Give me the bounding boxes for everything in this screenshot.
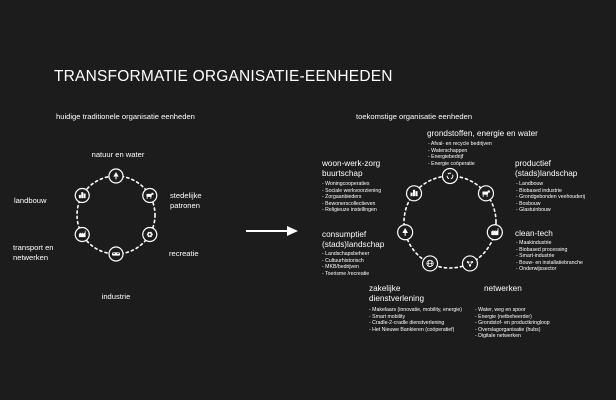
list-item: Zorgaanbieders [322,194,381,201]
flower-icon [146,231,153,238]
factory-icon [78,230,86,238]
left-node-0 [108,168,124,184]
city-icon [78,192,86,199]
list-item: Glastuinbouw [516,207,585,214]
page-title: TRANSFORMATIE ORGANISATIE-EENHEDEN [54,68,393,85]
left-node-2 [142,226,158,243]
left-node-1 [142,187,158,204]
list-item: Religieuze instellingen [322,207,381,214]
left-node-4 [74,226,90,243]
left-node-3 [108,246,124,262]
factory-icon [491,227,499,236]
list-item: Sociale werkvoorziening [322,188,381,195]
list-zakelijk: Makelaars (innovatie, mobility, energie)… [369,307,462,333]
list-item: Cradle-2-cradle dienstverlening [369,320,462,327]
right-node-5 [397,224,414,241]
train-icon [112,252,120,256]
recycle-icon [446,172,454,180]
right-node-3 [461,255,479,272]
list-item: Grondstof- en productkringloop [475,320,550,327]
left-label-transport: transport en netwerken [13,243,54,262]
list-item: Energie (netbeheerder) [475,314,550,321]
list-item: Het Nieuwe Bankieren (coöperatief) [369,327,462,334]
right-label-zakelijk: zakelijke dienstverlening [369,284,425,303]
list-item: Smart-industrie [516,253,583,260]
list-item: Water, weg en spoor [475,307,550,314]
list-item: Afval- en recycle bedrijven [428,141,492,148]
left-label-natuur: natuur en water [91,150,145,159]
list-item: Biobased industrie [516,188,585,195]
list-item: Landbouw [516,181,585,188]
tree-icon [113,172,119,180]
right-subtitle: toekomstige organisatie eenheden [356,112,473,121]
list-netwerken: Water, weg en spoor Energie (netbeheerde… [475,307,550,340]
list-item: Biobased processing [516,247,583,254]
list-item: Grondgebonden veehouderij [516,194,585,201]
city-icon [410,189,418,197]
right-node-1 [477,185,495,202]
list-item: Cultuurhistorisch [322,258,369,265]
right-label-cleantech: clean-tech [515,229,553,238]
left-cycle-ring [76,175,156,255]
right-label-grondstoffen: grondstoffen, energie en water [427,129,538,138]
list-item: Bewonerscollectieven [322,201,381,208]
list-item: Toerisme /recreatie [322,271,369,278]
list-item: MKB/bedrijven [322,264,369,271]
list-item: Onderwijssector [516,266,583,273]
list-item: Energie coöperatie [428,161,492,168]
right-label-netwerken: netwerken [484,284,522,293]
list-consumptief: Landschapsbeheer Cultuurhistorisch MKB/b… [322,251,369,277]
list-item: Bouw- en installatiebranche [516,260,583,267]
list-cleantech: Maakindustrie Biobased processing Smart-… [516,240,583,273]
list-item: Overslagorganisatie (hubs) [475,327,550,334]
left-label-stedelijk: stedelijke patronen [170,191,202,210]
network-icon [466,260,474,267]
right-node-2 [486,224,503,241]
globe-icon [426,259,434,268]
cow-icon [146,192,154,199]
left-subtitle: huidige traditionele organisatie eenhede… [56,112,195,121]
left-label-recreatie: recreatie [169,249,199,258]
left-label-industrie: industrie [101,292,131,301]
list-item: Digitale netwerken [475,333,550,340]
cow-icon [482,190,490,197]
list-item: Maakindustrie [516,240,583,247]
list-item: Smart mobility [369,314,462,321]
right-node-6 [405,185,423,202]
right-label-woonwerkzorg: woon-werk-zorg buurtschap [322,159,381,178]
right-label-consumptief: consumptief (stads)landschap [322,230,385,249]
list-grondstoffen: Afval- en recycle bedrijven Waterschappe… [428,141,492,167]
list-item: Woningcooperaties [322,181,381,188]
right-node-4 [421,255,439,272]
right-label-productief: productief (stads)landschap [515,159,578,178]
left-node-5 [74,187,90,204]
list-item: Makelaars (innovatie, mobility, energie) [369,307,462,314]
list-productief: Landbouw Biobased industrie Grondgebonde… [516,181,585,214]
list-woonwerkzorg: Woningcooperaties Sociale werkvoorzienin… [322,181,381,214]
list-item: Bosbouw [516,201,585,208]
left-label-landbouw: landbouw [14,196,47,205]
tree-icon [402,227,409,236]
list-item: Landschapsbeheer [322,251,369,258]
list-item: Waterschappen [428,148,492,155]
list-item: Energiebedrijf [428,154,492,161]
right-node-0 [441,167,459,185]
right-arrow-icon [246,226,298,236]
